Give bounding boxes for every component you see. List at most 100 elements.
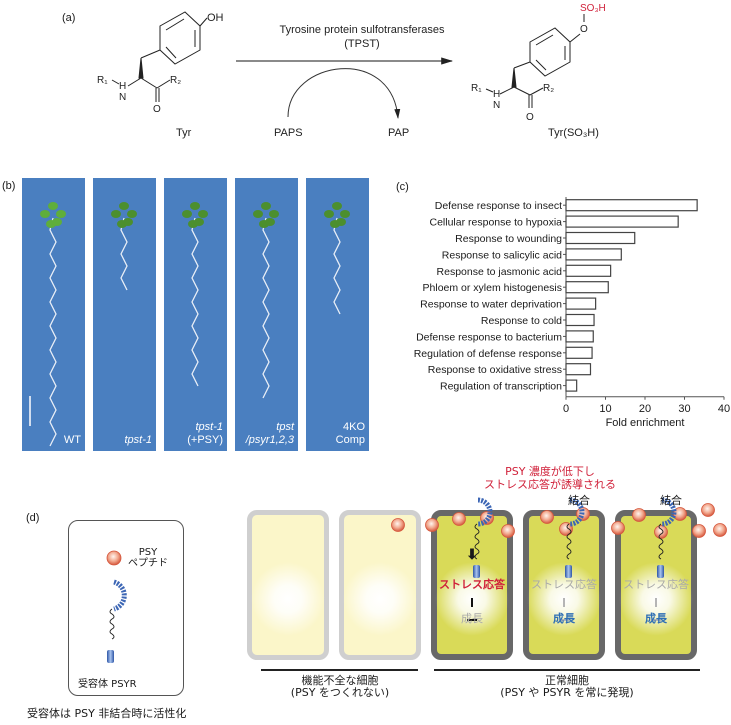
x-tick-label: 30 <box>678 403 690 415</box>
leaf <box>52 218 62 226</box>
inhibition-bar-icon <box>529 594 599 630</box>
leaf <box>182 210 192 218</box>
leaf <box>198 210 208 218</box>
category-label: Response to oxidative stress <box>428 364 562 376</box>
seedling-image <box>253 202 279 399</box>
cofactor-pap: PAP <box>388 127 409 139</box>
cofactor-arc-arrow <box>287 68 401 119</box>
root <box>262 217 270 399</box>
psy-peptide <box>452 512 466 526</box>
sulfotyr-o-link: O <box>580 24 588 35</box>
leaf <box>336 218 346 226</box>
x-tick-label: 20 <box>639 403 651 415</box>
category-label: Cellular response to hypoxia <box>430 217 563 229</box>
tyr-name: Tyr <box>176 127 192 139</box>
psy-peptide <box>559 522 573 536</box>
growth-suppressed: 成長 <box>461 612 483 625</box>
genotype-line1: 4KO <box>342 421 365 433</box>
group-underline-normal <box>434 669 700 671</box>
enzyme-abbrev: (TPST) <box>344 38 379 50</box>
category-label: Defense response to bacterium <box>416 331 562 343</box>
top-note-line2: ストレス応答が誘導される <box>484 478 616 491</box>
root <box>49 217 57 447</box>
group-defective-line1: 機能不全な細胞 <box>301 674 379 687</box>
legend-box <box>68 520 184 696</box>
legend-psy-label: PSY ペプチド <box>128 547 168 569</box>
psy-peptide <box>425 518 439 532</box>
group-label-normal: 正常細胞 (PSY や PSYR を常に発現) <box>467 675 667 699</box>
legend-psy-line2: ペプチド <box>128 558 168 569</box>
psy-peptide <box>611 521 625 535</box>
x-tick-label: 40 <box>718 403 730 415</box>
root <box>191 217 199 387</box>
category-label: Regulation of defense response <box>414 348 562 360</box>
leaf <box>123 218 133 226</box>
x-tick-label: 0 <box>563 403 569 415</box>
tyr-h-label: H <box>119 81 126 92</box>
binding-label-1: 結合 <box>568 494 590 507</box>
panel-a-label: (a) <box>62 12 76 24</box>
panel-d-label: (d) <box>26 512 40 524</box>
leaf <box>261 202 271 210</box>
psy-peptide <box>501 524 515 538</box>
seedling-image <box>111 202 137 291</box>
bar <box>565 346 593 359</box>
inhibition-bar-icon <box>621 594 691 630</box>
category-label: Defense response to insect <box>435 200 562 212</box>
bar <box>565 363 592 376</box>
leaf <box>40 210 50 218</box>
psy-peptide <box>692 524 706 538</box>
defective-cell-2 <box>339 510 421 660</box>
group-normal-line1: 正常細胞 <box>545 674 589 687</box>
bar <box>565 330 594 343</box>
legend-box-graphics <box>106 550 127 663</box>
leaf <box>56 210 66 218</box>
stress-response-active: ストレス応答 <box>439 578 505 591</box>
group-label-defective: 機能不全な細胞 (PSY をつくれない) <box>240 675 440 699</box>
category-label: Phloem or xylem histogenesis <box>423 282 562 294</box>
peptide-icon <box>106 550 122 566</box>
psy-peptide <box>391 518 405 532</box>
leaf <box>265 218 275 226</box>
growth-active: 成長 <box>645 612 667 625</box>
group-defective-line2: (PSY をつくれない) <box>290 686 390 699</box>
defective-cell-1 <box>247 510 329 660</box>
psy-peptide <box>654 525 668 539</box>
panel-a-reaction-scheme: OH R₁ H N R₂ O Tyr Tyrosine protein sulf… <box>97 3 606 139</box>
caption-receptor-activation: 受容体は PSY 非結合時に活性化 <box>27 707 187 720</box>
stress-response-inactive: ストレス応答 <box>623 578 689 591</box>
x-tick-label: 10 <box>599 403 611 415</box>
genotype-line1: tpst-1 <box>195 421 223 433</box>
growth-active: 成長 <box>553 612 575 625</box>
legend-receptor-label: 受容体 PSYR <box>78 679 137 690</box>
tyr-o-label: O <box>153 104 161 115</box>
psyr-receptor <box>473 497 493 578</box>
inhibition-bar-icon <box>437 594 507 630</box>
category-label: Response to cold <box>481 315 562 327</box>
tyr-n-label: N <box>119 92 126 103</box>
psy-peptide <box>632 508 646 522</box>
activation-arrow-icon: ⬇ <box>466 546 478 562</box>
sulfotyr-o-label: O <box>526 112 534 123</box>
x-axis-label: Fold enrichment <box>606 417 685 429</box>
leaf <box>111 210 121 218</box>
panel-c-label: (c) <box>396 181 409 193</box>
category-label: Response to wounding <box>455 233 562 245</box>
nucleus-glow <box>340 559 420 639</box>
tyr-r2-label: R₂ <box>170 75 181 86</box>
group-underline-defective <box>261 669 418 671</box>
genotype-line1: WT <box>63 434 81 446</box>
enzyme-name: Tyrosine protein sulfotransferases <box>279 24 445 36</box>
top-note-line1: PSY 濃度が低下し <box>505 465 595 478</box>
seedling-panel: tpst/psyr1,2,3 <box>235 178 298 451</box>
sulfotyr-r1-label: R₁ <box>471 83 482 94</box>
bar <box>565 313 595 327</box>
tyr-r1-label: R₁ <box>97 75 108 86</box>
bar <box>565 248 622 261</box>
seedling-panel: tpst-1(+PSY) <box>164 178 227 451</box>
legend-psy-line1: PSY <box>138 547 158 558</box>
genotype-line2: Comp <box>335 434 365 446</box>
category-label: Response to salicylic acid <box>442 249 562 261</box>
